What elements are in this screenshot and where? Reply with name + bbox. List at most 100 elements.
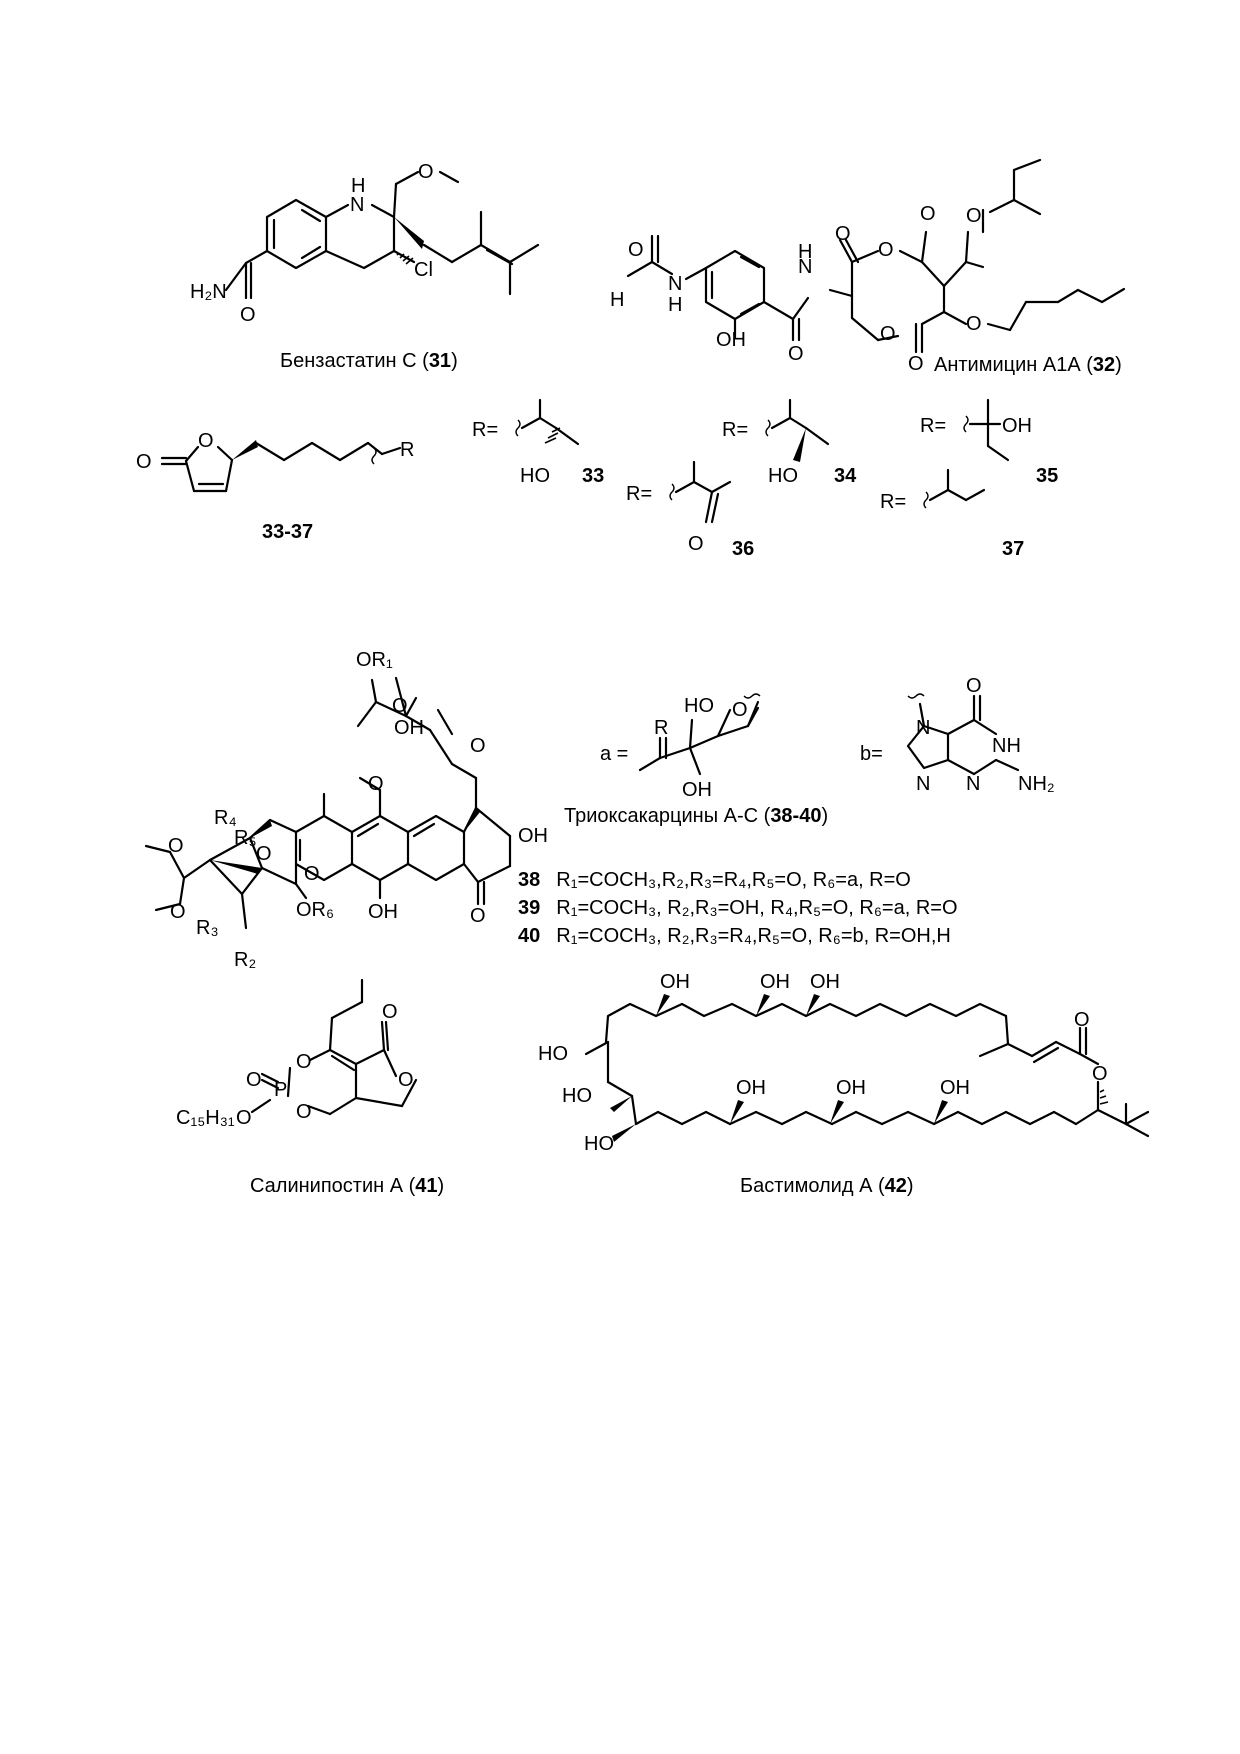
svg-text:N: N — [916, 717, 930, 739]
atom-o-32b: O — [788, 343, 804, 365]
svg-text:HO: HO — [562, 1085, 592, 1107]
svg-text:OH: OH — [682, 779, 712, 801]
caption-31: Бензастатин С (31) — [280, 350, 458, 372]
svg-text:O: O — [966, 675, 982, 697]
substituent-36: R= O 36 — [626, 460, 754, 560]
svg-text:OR₁: OR₁ — [356, 649, 393, 671]
svg-text:O: O — [296, 1051, 312, 1073]
structure-32: O H N H OH O N H O O O O O O O Антимицин… — [610, 158, 1126, 376]
svg-text:O: O — [246, 1069, 262, 1091]
svg-text:R: R — [654, 717, 668, 739]
atom-h-32c: H — [798, 241, 812, 263]
substituent-b: b= N N NH N O NH₂ — [860, 675, 1055, 795]
svg-text:O: O — [1074, 1009, 1090, 1031]
svg-text:R₄: R₄ — [214, 807, 237, 829]
svg-text:O: O — [398, 1069, 414, 1091]
caption-42: Бастимолид А (42) — [740, 1175, 914, 1197]
svg-text:35: 35 — [1036, 465, 1058, 487]
svg-text:R=: R= — [880, 491, 906, 513]
svg-text:HO: HO — [520, 465, 550, 487]
substituent-37: R= 37 — [880, 468, 1024, 560]
atom-o-32f: O — [920, 203, 936, 225]
svg-text:HO: HO — [768, 465, 798, 487]
svg-text:O: O — [304, 863, 320, 885]
svg-text:O: O — [470, 735, 486, 757]
svg-text:N: N — [966, 773, 980, 795]
svg-text:R=: R= — [626, 483, 652, 505]
svg-text:37: 37 — [1002, 538, 1024, 560]
atom-o-31b: O — [240, 304, 256, 326]
atom-o-32a: O — [628, 239, 644, 261]
atom-n-31: N — [350, 194, 364, 216]
atom-h-31: H — [351, 175, 365, 197]
svg-text:HO: HO — [584, 1133, 614, 1155]
svg-text:34: 34 — [834, 465, 857, 487]
svg-text:b=: b= — [860, 743, 883, 765]
substituent-35: R= OH 35 — [920, 398, 1058, 487]
atom-oh-32: OH — [716, 329, 746, 351]
svg-text:N: N — [916, 773, 930, 795]
svg-text:OH: OH — [836, 1077, 866, 1099]
svg-text:OH: OH — [660, 971, 690, 993]
svg-text:O: O — [470, 905, 486, 927]
atom-o-32e: O — [966, 205, 982, 227]
svg-text:R₃: R₃ — [196, 917, 219, 939]
svg-text:a =: a = — [600, 743, 628, 765]
svg-text:P: P — [274, 1079, 287, 1101]
svg-text:O: O — [236, 1107, 252, 1129]
structure-38-40: OR₁ O OH O O OH OH O R₅ R₄ O O OR₆ R₃ R₂… — [144, 649, 548, 971]
caption-38-40: Триоксакарцины А-С (38-40) — [564, 805, 828, 827]
svg-text:R₂: R₂ — [234, 949, 256, 971]
svg-text:33: 33 — [582, 465, 604, 487]
svg-text:OH: OH — [394, 717, 424, 739]
atom-cl-31: Cl — [414, 259, 433, 281]
svg-text:R=: R= — [472, 419, 498, 441]
atom-o-33a: O — [136, 451, 152, 473]
atom-r-33: R — [400, 439, 414, 461]
atom-o-32d: O — [878, 239, 894, 261]
svg-text:36: 36 — [732, 538, 754, 560]
svg-text:O: O — [168, 835, 184, 857]
svg-text:OH: OH — [760, 971, 790, 993]
svg-text:NH: NH — [992, 735, 1021, 757]
svg-text:O: O — [368, 773, 384, 795]
substituent-34: R= HO 34 — [722, 398, 857, 487]
atom-o-32g: O — [966, 313, 982, 335]
svg-text:OH: OH — [368, 901, 398, 923]
svg-text:R=: R= — [920, 415, 946, 437]
svg-text:OH: OH — [736, 1077, 766, 1099]
structure-33-37: O O R 33-37 — [136, 430, 414, 543]
atom-o-33b: O — [198, 430, 214, 452]
caption-33-37: 33-37 — [262, 521, 313, 543]
atom-o-31: O — [418, 161, 434, 183]
atom-h-32: H — [610, 289, 624, 311]
svg-text:NH₂: NH₂ — [1018, 773, 1055, 795]
svg-text:OR₆: OR₆ — [296, 899, 334, 921]
structure-41: O O O O P O O C₁₅H₃₁ Салинипостин А (41) — [176, 978, 444, 1197]
svg-text:O: O — [688, 533, 704, 555]
svg-text:HO: HO — [538, 1043, 568, 1065]
svg-text:O: O — [296, 1101, 312, 1123]
svg-text:O: O — [256, 843, 272, 865]
substituent-33: R= HO 33 — [472, 398, 604, 487]
svg-text:OH: OH — [518, 825, 548, 847]
caption-41: Салинипостин А (41) — [250, 1175, 444, 1197]
svg-text:OH: OH — [810, 971, 840, 993]
svg-text:O: O — [392, 695, 408, 717]
svg-text:HO: HO — [684, 695, 714, 717]
svg-text:C₁₅H₃₁: C₁₅H₃₁ — [176, 1107, 235, 1129]
atom-n-32a: N — [668, 273, 682, 295]
svg-text:O: O — [732, 699, 748, 721]
atom-o-32i: O — [908, 353, 924, 375]
atom-o-32h: O — [880, 323, 896, 345]
atom-n-32b: N — [798, 256, 812, 278]
svg-text:O: O — [382, 1001, 398, 1023]
svg-text:O: O — [170, 901, 186, 923]
svg-text:R=: R= — [722, 419, 748, 441]
substituent-a: a = R HO O OH Триоксакарцины А-С (38-40) — [564, 693, 828, 827]
